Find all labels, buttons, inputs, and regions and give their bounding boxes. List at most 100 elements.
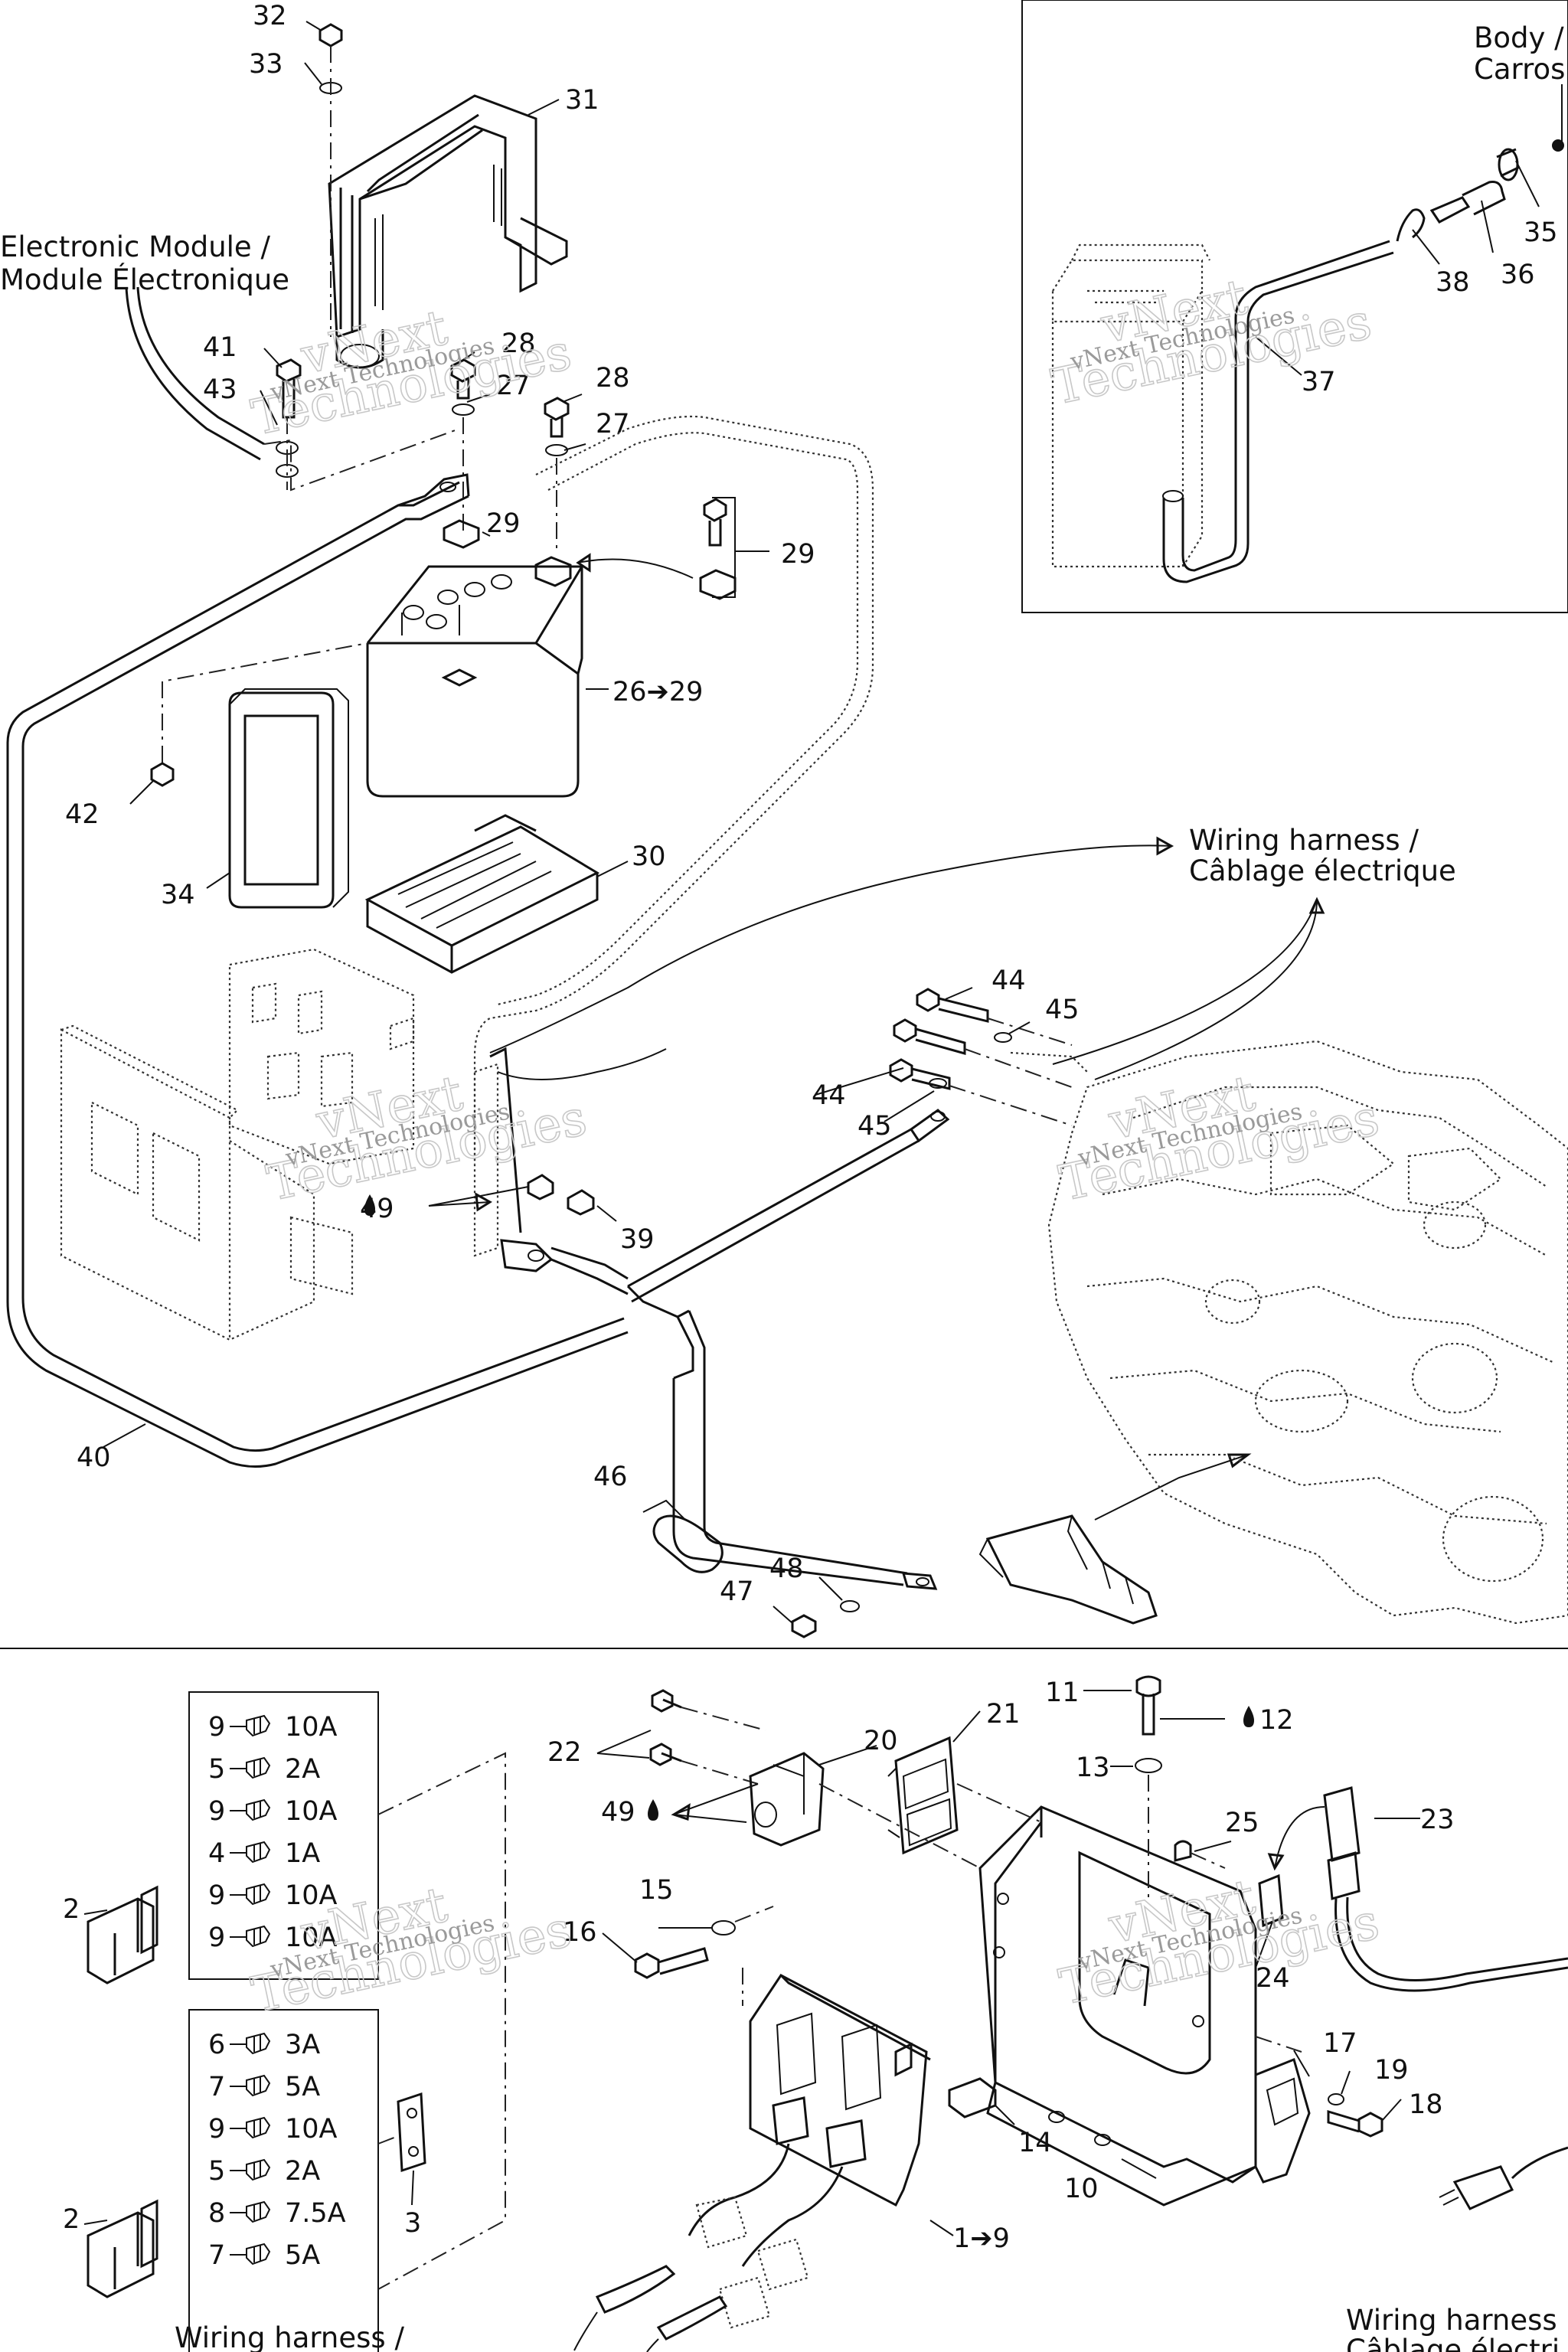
label-11: 11 — [1045, 1677, 1080, 1708]
label-26-29: 26➔29 — [612, 677, 703, 707]
label-27a: 27 — [496, 371, 531, 401]
label-19: 19 — [1374, 2055, 1409, 2086]
fuse-slot-number: 5 — [208, 2156, 225, 2187]
captions: Electronic Module / Module Électronique … — [0, 21, 1565, 2352]
label-40: 40 — [77, 1442, 111, 1473]
fuse-box-bottom-frame — [188, 2009, 379, 2352]
connector-small-dotted — [289, 1216, 354, 1295]
label-37: 37 — [1302, 367, 1336, 397]
label-46: 46 — [593, 1462, 628, 1492]
label-12: 12 — [1259, 1705, 1294, 1736]
label-47: 47 — [720, 1576, 754, 1607]
vent-tube-37 — [1162, 240, 1394, 583]
nuts-29-right — [534, 497, 769, 600]
fuse-icon — [246, 1714, 271, 1737]
starter-motor — [978, 1453, 1252, 1625]
leader-lines — [83, 21, 1420, 2236]
fuse-rating: 2A — [285, 1754, 320, 1785]
ecm-harness-plugs — [573, 2143, 844, 2352]
bolts-41-43 — [276, 358, 302, 490]
label-44b: 44 — [812, 1080, 846, 1111]
label-35: 35 — [1524, 217, 1558, 248]
label-45b: 45 — [858, 1111, 892, 1142]
fuse-rating: 10A — [285, 1880, 338, 1911]
label-2b: 2 — [63, 2204, 80, 2235]
label-1-9: 1➔9 — [953, 2223, 1010, 2254]
fuse-rating: 7.5A — [285, 2198, 346, 2229]
fuse-slot-number: 7 — [208, 2072, 225, 2102]
label-14: 14 — [1018, 2128, 1053, 2158]
nut-42 — [150, 642, 368, 787]
fuse-rating: 10A — [285, 2114, 338, 2145]
fuse-icon — [246, 1756, 271, 1779]
fuse-icon — [246, 2200, 271, 2223]
fuse-slot-number: 9 — [208, 1880, 225, 1911]
vent-fittings-35-36-38 — [1396, 139, 1564, 242]
fuse-slot-number: 6 — [208, 2030, 225, 2060]
fuse-icon — [246, 2243, 271, 2265]
caption-harness-bottom-right-2: Câblage électri — [1346, 2334, 1560, 2352]
caption-wiring-harness-1: Wiring harness / — [1189, 824, 1419, 857]
bracket-10 — [978, 1805, 1257, 2207]
cover-34 — [228, 688, 349, 909]
fuse-rating: 3A — [285, 2030, 320, 2060]
fuse-icon — [246, 1883, 271, 1906]
label-36: 36 — [1501, 260, 1535, 290]
relay-17-screw-18-washer-19 — [1254, 2036, 1383, 2184]
screws-22 — [649, 1689, 766, 1785]
fuse-icon — [246, 2116, 271, 2139]
drop-icon — [648, 1799, 658, 1821]
cable-cap-46 — [642, 1499, 724, 1573]
caption-harness-bottom-left: Wiring harness / — [175, 2321, 404, 2352]
fuse-rating: 10A — [285, 1712, 338, 1743]
label-41: 41 — [203, 332, 237, 363]
fuse-slot-number: 4 — [208, 1838, 225, 1869]
bolts-44-washers-45 — [889, 988, 1088, 1126]
label-43: 43 — [203, 374, 237, 405]
label-38: 38 — [1436, 267, 1470, 298]
caption-electronic-module-1: Electronic Module / — [0, 230, 270, 263]
fuse-slot-number: 9 — [208, 1712, 225, 1743]
label-48: 48 — [769, 1553, 804, 1584]
bracket-31 — [328, 94, 568, 369]
parts-25-24 — [1174, 1840, 1284, 1928]
label-27b: 27 — [596, 409, 630, 439]
label-39: 39 — [620, 1224, 655, 1255]
label-21: 21 — [986, 1699, 1021, 1730]
fuse-slot-number: 8 — [208, 2198, 225, 2229]
harness-connector-bottom-right — [1439, 2146, 1568, 2210]
nut-32-washer-33 — [318, 23, 343, 337]
nut-47-washer-48 — [773, 1576, 860, 1638]
label-28b: 28 — [596, 363, 630, 394]
caption-body-2: Carros — [1474, 53, 1565, 86]
fuse-rating: 1A — [285, 1838, 320, 1869]
label-30: 30 — [632, 841, 666, 872]
connector-3 — [397, 2092, 426, 2173]
inset-frame — [1021, 0, 1568, 613]
adhesive-drop-icons — [364, 1194, 1254, 1821]
drop-icon — [1243, 1706, 1254, 1727]
label-31: 31 — [565, 85, 599, 116]
positive-cable-assembly — [6, 473, 629, 1468]
drop-icon — [364, 1194, 375, 1216]
fuse-slot-number: 9 — [208, 1922, 225, 1953]
fuse-rating: 2A — [285, 2156, 320, 2187]
dash-links-bottom — [742, 1783, 1042, 2006]
ground-cable-39 — [473, 1047, 629, 1295]
fuse-box-top-frame — [188, 1691, 379, 1980]
label-17: 17 — [1323, 2028, 1357, 2059]
label-34: 34 — [161, 880, 195, 910]
fuse-icon — [246, 2032, 271, 2055]
caption-wiring-harness-2: Câblage électrique — [1189, 854, 1456, 887]
label-16: 16 — [563, 1917, 597, 1948]
ecm-1-9 — [749, 1974, 931, 2207]
fuse-rating: 10A — [285, 1922, 338, 1953]
label-23: 23 — [1420, 1805, 1455, 1835]
tray-30 — [364, 814, 600, 974]
fuse-holders-2 — [87, 1885, 158, 2298]
fuse-rating: 10A — [285, 1796, 338, 1827]
label-18: 18 — [1409, 2089, 1443, 2120]
label-24: 24 — [1256, 1963, 1290, 1994]
